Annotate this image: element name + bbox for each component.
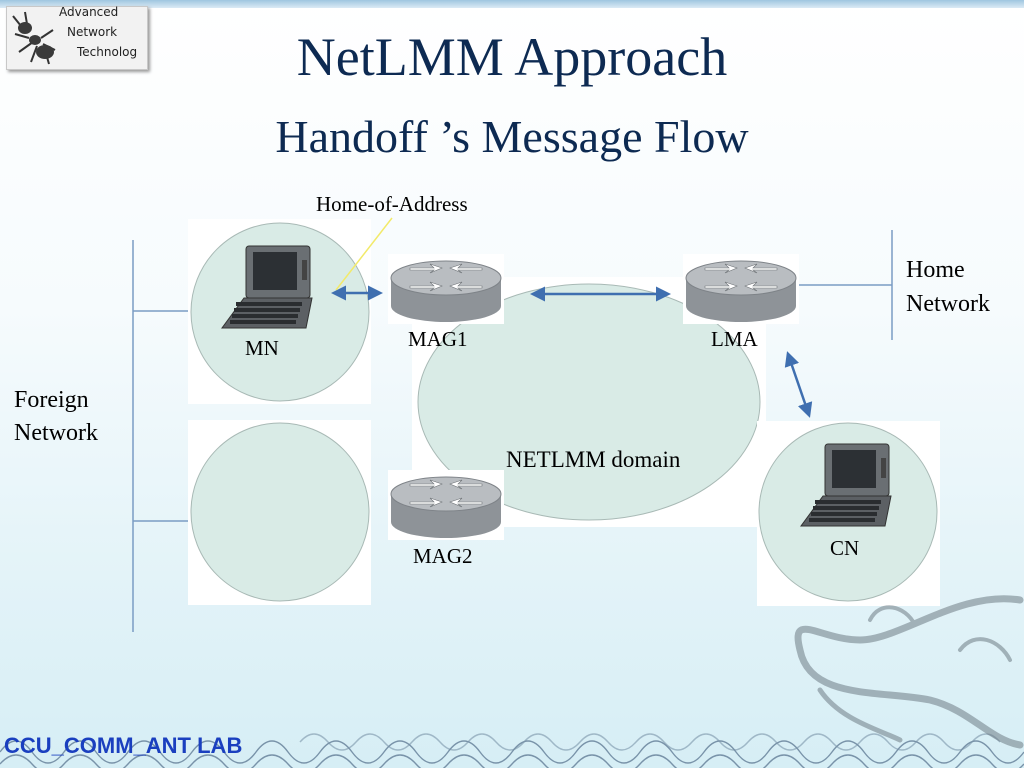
mag1-router-icon — [387, 253, 505, 325]
cn-label: CN — [830, 536, 860, 560]
footer-lab-name: CCU_COMM_ANT LAB — [4, 733, 243, 758]
home-network-label-line-2: Network — [906, 291, 990, 317]
slide-title: NetLMM Approach — [296, 27, 728, 87]
lab-logo: Advanced Network Technolog — [6, 5, 148, 70]
logo-text-line-3: Technolog — [77, 45, 138, 59]
empty-cell — [190, 422, 370, 602]
ant-icon — [12, 11, 56, 65]
netlmm-domain-cloud — [417, 283, 761, 521]
foreign-network-label-line-1: Foreign — [14, 387, 89, 413]
home-of-address-pointer — [335, 217, 393, 291]
mag1-label: MAG1 — [408, 327, 468, 351]
arrow-lma-cn — [784, 351, 813, 418]
mag2-router-icon — [387, 469, 505, 541]
lma-label: LMA — [711, 327, 758, 351]
mag2-label: MAG2 — [413, 544, 473, 568]
netlmm-domain-label: NETLMM domain — [506, 447, 681, 472]
foreign-network-label-line-2: Network — [14, 420, 98, 446]
home-network-label-line-1: Home — [906, 257, 965, 283]
top-accent-bar — [0, 0, 1024, 8]
wave-decoration — [0, 733, 1024, 768]
home-network-line — [796, 230, 893, 340]
mn-label: MN — [245, 336, 279, 360]
logo-text-line-2: Network — [67, 25, 118, 39]
lma-router-icon — [682, 253, 800, 325]
dragon-decoration — [794, 595, 1024, 749]
foreign-network-line — [132, 240, 192, 632]
home-of-address-label: Home-of-Address — [316, 192, 468, 216]
slide-subtitle: Handoff ’s Message Flow — [275, 111, 749, 162]
logo-text-line-1: Advanced — [59, 5, 119, 19]
